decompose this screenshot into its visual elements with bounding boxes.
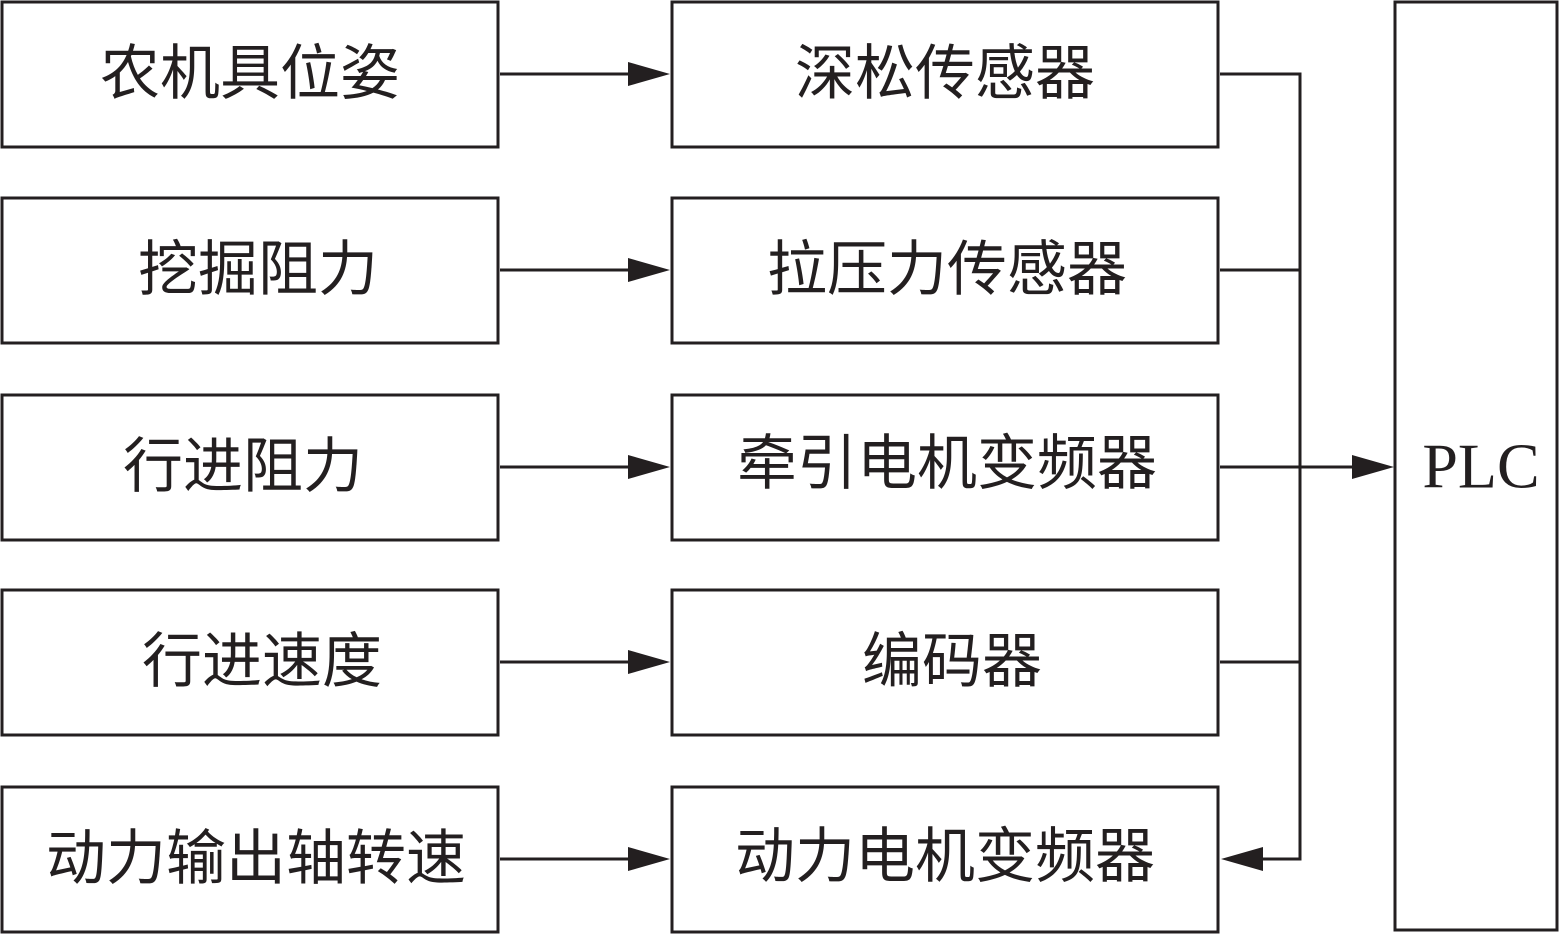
input-block-travel-speed: 行进速度 bbox=[0, 588, 500, 737]
arrow-bus-to-power-inverter bbox=[1221, 847, 1300, 871]
controller-label-plc: PLC bbox=[1422, 431, 1539, 502]
input-block-posture: 农机具位姿 bbox=[0, 0, 500, 149]
arrow-digging-resistance-to-tension-sensor bbox=[500, 258, 670, 282]
device-label-tension-sensor: 拉压力传感器 bbox=[767, 235, 1127, 305]
input-block-travel-resistance: 行进阻力 bbox=[0, 393, 500, 542]
device-block-encoder: 编码器 bbox=[670, 588, 1220, 737]
input-label-digging-resistance: 挖掘阻力 bbox=[138, 235, 378, 305]
device-block-power-inverter: 动力电机变频器 bbox=[670, 785, 1220, 934]
device-block-subsoil-sensor: 深松传感器 bbox=[670, 0, 1220, 149]
arrow-posture-to-subsoil-sensor bbox=[500, 62, 670, 86]
device-label-subsoil-sensor: 深松传感器 bbox=[795, 39, 1095, 109]
device-block-traction-inverter: 牵引电机变频器 bbox=[670, 393, 1220, 542]
input-block-pto-speed: 动力输出轴转速 bbox=[0, 785, 500, 934]
device-label-traction-inverter: 牵引电机变频器 bbox=[737, 429, 1157, 499]
device-label-power-inverter: 动力电机变频器 bbox=[735, 822, 1155, 892]
arrow-bus-to-plc bbox=[1300, 455, 1394, 479]
arrow-travel-resistance-to-traction-inverter bbox=[500, 455, 670, 479]
input-block-digging-resistance: 挖掘阻力 bbox=[0, 196, 500, 345]
arrow-pto-speed-to-power-inverter bbox=[500, 847, 670, 871]
input-label-travel-speed: 行进速度 bbox=[142, 627, 382, 697]
arrow-travel-speed-to-encoder bbox=[500, 650, 670, 674]
input-label-posture: 农机具位姿 bbox=[100, 39, 400, 109]
device-block-tension-sensor: 拉压力传感器 bbox=[670, 196, 1220, 345]
device-label-encoder: 编码器 bbox=[862, 627, 1042, 697]
input-label-travel-resistance: 行进阻力 bbox=[123, 432, 363, 502]
input-label-pto-speed: 动力输出轴转速 bbox=[46, 824, 466, 894]
controller-block-plc: PLC bbox=[1393, 0, 1559, 932]
